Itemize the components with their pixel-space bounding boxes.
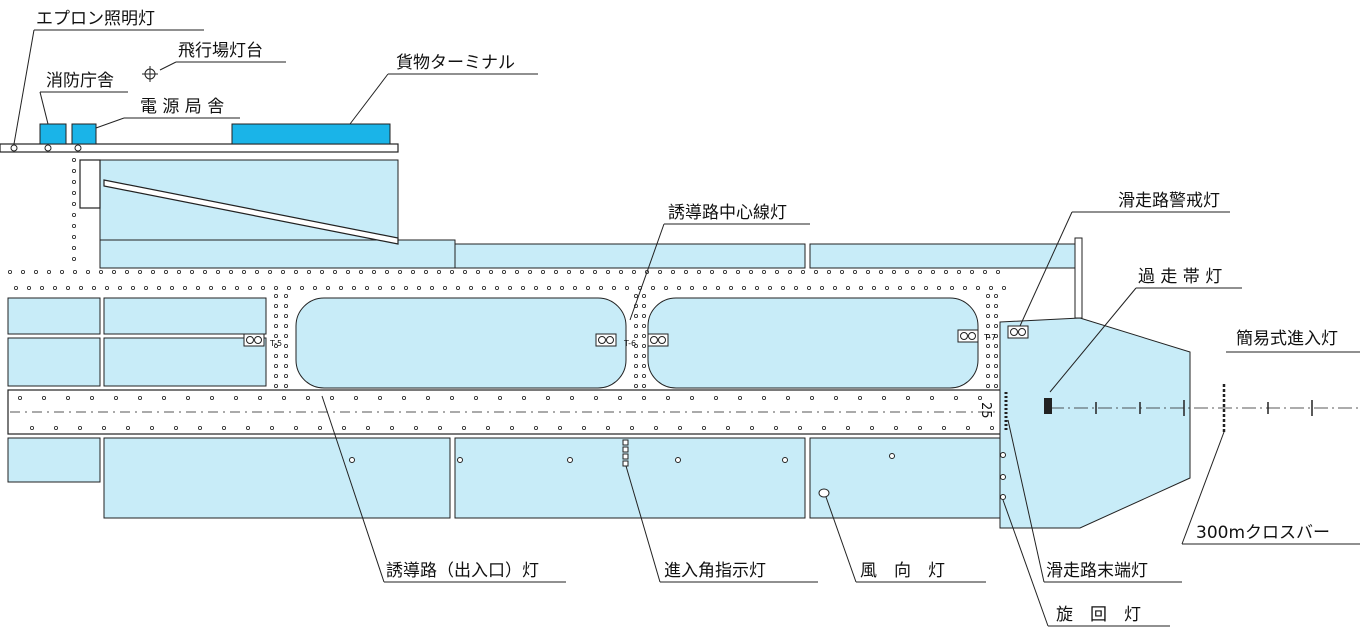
label-beacon: 飛行場灯台	[178, 41, 263, 61]
grass-lower-1	[7, 437, 101, 483]
approach-light-bars	[1050, 384, 1360, 432]
label-taxiway-centerline: 誘導路中心線灯	[668, 203, 787, 223]
grass-lower-4	[809, 437, 1001, 519]
grass-block-2	[103, 297, 267, 335]
label-approach-light: 簡易式進入灯	[1236, 329, 1338, 349]
label-apron-light: エプロン照明灯	[36, 9, 155, 29]
label-power-station: 電 源 局 舎	[140, 97, 224, 117]
grass-lower-2	[103, 437, 451, 519]
perimeter-road-east	[1074, 237, 1083, 319]
service-road	[103, 179, 399, 245]
grass-block-1	[7, 297, 101, 335]
taxiway-edge-lights	[7, 157, 1007, 430]
wind-cone-icon	[818, 488, 830, 498]
grass-upper-left	[99, 159, 399, 241]
apron-light-icons	[10, 144, 82, 152]
grass-loop-t6-t7	[647, 297, 979, 389]
lower-marker-icons	[349, 453, 895, 463]
label-wind-cone: 風 向 灯	[860, 561, 945, 581]
grass-loop-t5-t6	[295, 297, 627, 389]
grass-block-4	[103, 337, 267, 387]
runway-guard-light-icons	[243, 325, 1029, 347]
label-papi: 進入角指示灯	[664, 561, 766, 581]
grass-upper-center	[454, 243, 806, 269]
fire-station-building	[39, 123, 67, 145]
label-rotating: 旋 回 灯	[1056, 605, 1141, 625]
papi-icons	[622, 439, 629, 467]
grass-block-3	[7, 337, 101, 387]
taxiway-label-t5: T-5	[269, 339, 282, 348]
label-crossbar: 300mクロスバー	[1196, 523, 1330, 543]
label-stopway: 過 走 帯 灯	[1138, 267, 1222, 287]
grass-east-end	[999, 317, 1191, 529]
beacon-icon	[142, 66, 158, 82]
apron-connector	[79, 159, 101, 209]
label-fire-station: 消防庁舎	[46, 71, 114, 91]
stopway-light-mark	[1044, 398, 1052, 414]
label-cargo-terminal: 貨物ターミナル	[396, 53, 515, 73]
power-station-building	[71, 123, 97, 145]
label-runway-guard: 滑走路警戒灯	[1118, 191, 1220, 211]
label-taxiway-edge: 誘導路（出入口）灯	[386, 561, 539, 581]
cargo-terminal-building	[231, 123, 391, 145]
rotating-light-icons	[1000, 452, 1006, 500]
taxiway-label-t7: T-7	[983, 333, 996, 342]
grass-upper-right	[809, 243, 1076, 269]
taxiway-label-t6: T-6	[623, 339, 636, 348]
label-runway-end: 滑走路末端灯	[1046, 561, 1148, 581]
grass-upper-mid	[99, 239, 456, 269]
apron-strip	[0, 143, 399, 153]
runway-number: 25	[978, 402, 993, 419]
